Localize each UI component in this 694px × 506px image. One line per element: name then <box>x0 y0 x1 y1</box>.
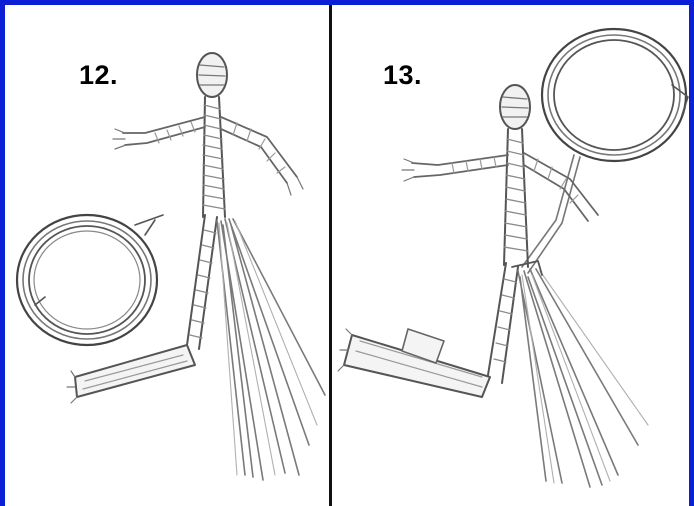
straw-doll-illustration-13 <box>332 5 689 506</box>
doll-head <box>500 85 530 129</box>
doll-leg-bent <box>338 263 518 397</box>
doll-torso <box>203 97 225 217</box>
loose-straws <box>217 219 325 480</box>
doll-arms <box>402 153 598 221</box>
straw-coil <box>17 215 163 345</box>
step-12-panel: 12. <box>5 5 329 506</box>
straw-doll-illustration-12 <box>5 5 329 506</box>
straw-coil <box>522 29 688 273</box>
doll-torso <box>504 129 528 267</box>
loose-straws <box>512 261 648 487</box>
doll-head <box>197 53 227 97</box>
step-13-panel: 13. <box>332 5 689 506</box>
